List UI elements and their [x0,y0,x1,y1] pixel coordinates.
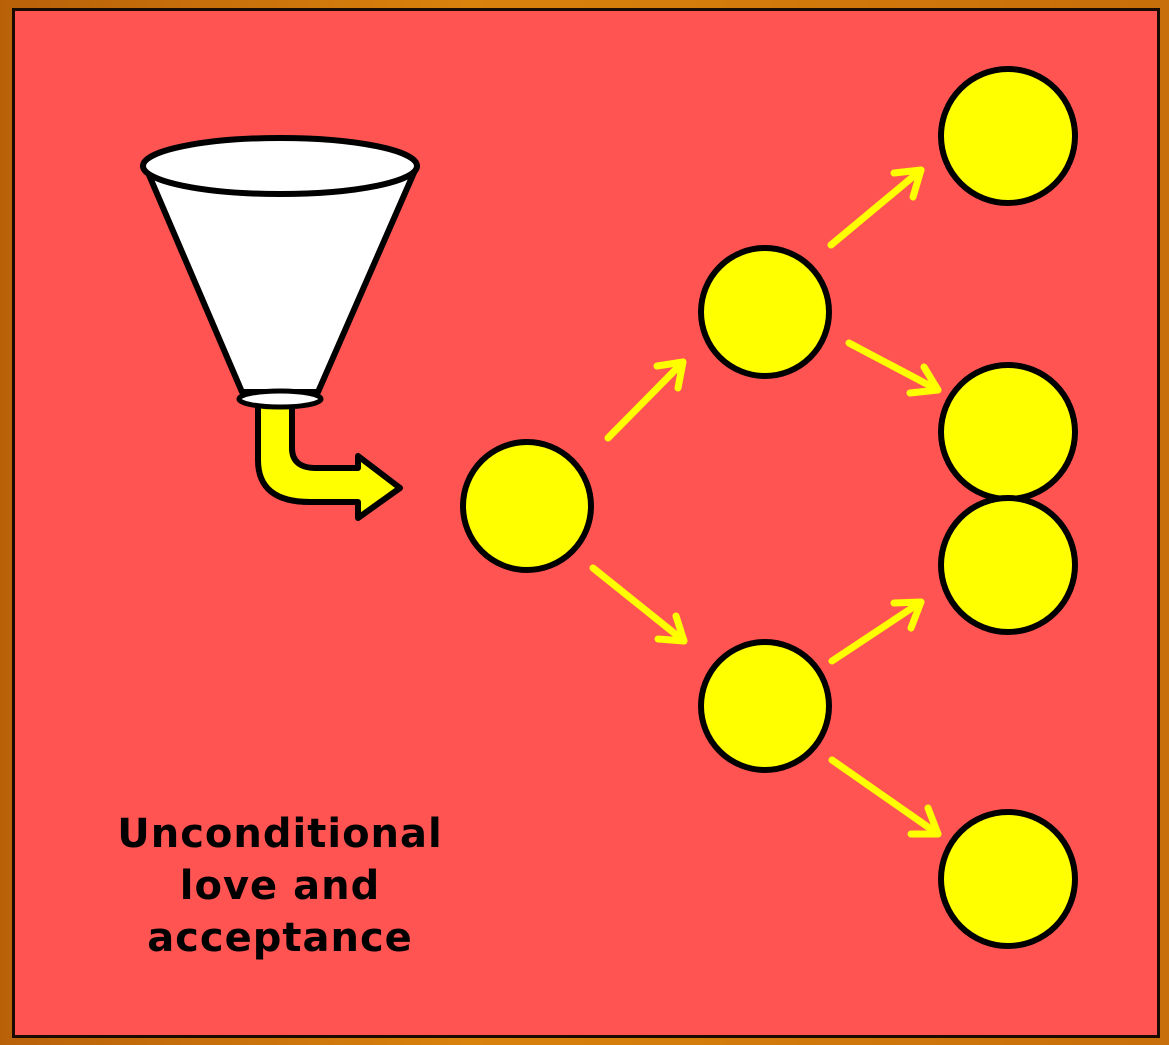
node-level2-upper [698,245,832,379]
node-leaf-1 [938,66,1078,206]
arrow-root-to-upper [604,358,687,442]
caption-line-2: love and [179,863,381,909]
node-leaf-3 [938,495,1078,635]
arrow-root-to-lower [589,564,688,645]
funnel-rim [140,135,420,197]
caption: Unconditional love and acceptance [60,808,500,964]
node-root [460,439,594,573]
funnel-cone [143,165,419,395]
funnel-neck [236,388,324,410]
funnel-icon [140,135,420,521]
caption-line-1: Unconditional [117,811,443,857]
arrow-upper-to-leaf1 [827,166,925,249]
funnel-outlet-arrow [255,395,403,521]
arrow-lower-to-leaf3 [828,598,925,665]
node-leaf-4 [938,809,1078,949]
arrow-lower-to-leaf4 [828,756,942,838]
caption-line-3: acceptance [147,915,413,961]
node-level2-lower [698,639,832,773]
arrow-upper-to-leaf2 [845,339,942,397]
node-leaf-2 [938,362,1078,502]
